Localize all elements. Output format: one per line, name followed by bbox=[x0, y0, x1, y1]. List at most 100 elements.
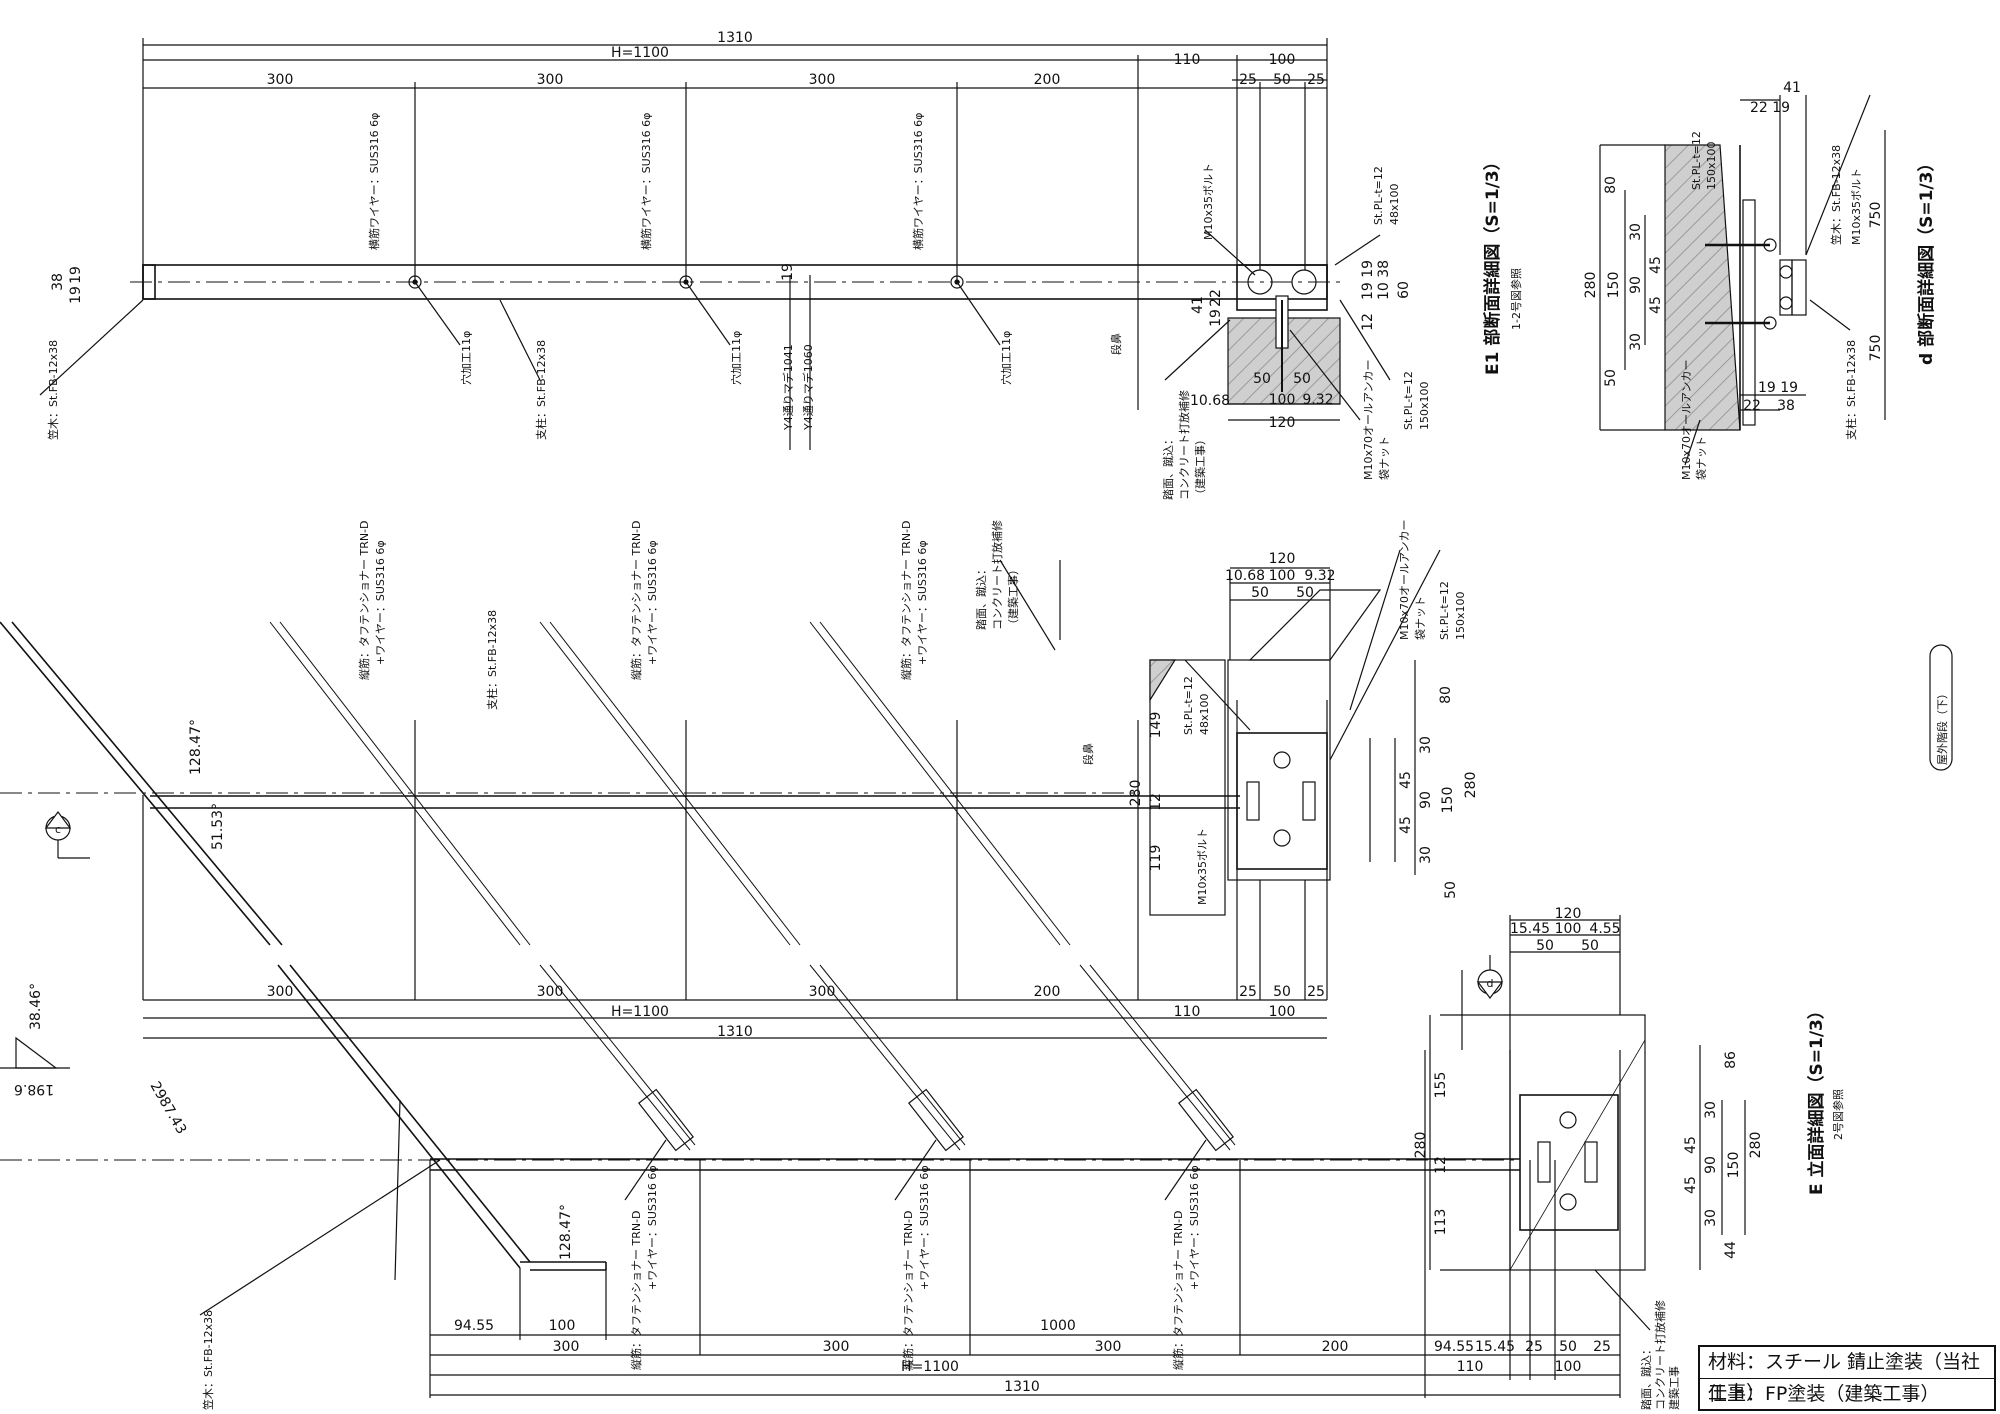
elevation-title: E 立面詳細図（S=1/3） bbox=[1806, 1002, 1827, 1195]
dim: 12 bbox=[1433, 1156, 1449, 1174]
dim: 280 bbox=[1748, 1132, 1764, 1159]
dim: 45 bbox=[1398, 771, 1414, 789]
label-plate-size: 48x100 bbox=[1388, 183, 1401, 225]
elevation-top-dims: 120 10.68 100 9.32 50 50 149 280 12 119 … bbox=[267, 551, 1479, 1040]
dim: 38 bbox=[1777, 398, 1795, 414]
dim: 90 bbox=[1703, 1156, 1719, 1174]
dim-width: 50 bbox=[1293, 371, 1311, 387]
dim-width: 120 bbox=[1269, 415, 1296, 431]
label: 縦筋：タフテンショナー TRN-D bbox=[357, 520, 371, 680]
dim-width: 10.68 bbox=[1190, 393, 1230, 409]
dim: 200 bbox=[1034, 984, 1061, 1000]
dim: H=1100 bbox=[611, 1004, 669, 1020]
dim-height: 60 bbox=[1396, 281, 1412, 299]
dim: 200 bbox=[1322, 1339, 1349, 1355]
dim: 280 bbox=[1463, 772, 1479, 799]
dim: 94.55 bbox=[1434, 1339, 1474, 1355]
dim: 50 bbox=[1296, 585, 1314, 601]
label: +ワイヤー：SUS316 6φ bbox=[1188, 1165, 1201, 1290]
label: +ワイヤー：SUS316 6φ bbox=[646, 540, 659, 665]
dim-height: 19 bbox=[68, 286, 84, 304]
dim: 280 bbox=[1583, 272, 1599, 299]
spec-finish: 仕上：FP塗装（建築工事） bbox=[1700, 1378, 1994, 1410]
section-marker-label: d bbox=[1487, 977, 1494, 990]
dim-width: 50 bbox=[1253, 371, 1271, 387]
label: St.PL-t=12 bbox=[1438, 581, 1451, 640]
elevation-bottom bbox=[0, 915, 1746, 1398]
plan-view-dims: 1310 H=1100 300 300 300 200 110 100 25 5… bbox=[50, 30, 1412, 431]
dim: 50 bbox=[1559, 1339, 1577, 1355]
dim: 280 bbox=[1128, 780, 1144, 807]
length-label: 2987.43 bbox=[147, 1079, 190, 1137]
spec-material: 材料：スチール 錆止塗装（当社工事） bbox=[1708, 1351, 1981, 1404]
dim: 150 bbox=[1726, 1152, 1742, 1179]
label: 縦筋：タフテンショナー TRN-D bbox=[629, 1210, 643, 1370]
section-d-text: 41 22 19 80 30 45 90 45 30 280 150 50 19… bbox=[1583, 80, 1884, 414]
dim-span: 25 bbox=[1307, 72, 1325, 88]
dim: 22 bbox=[1743, 398, 1761, 414]
dim-width: 100 bbox=[1269, 392, 1296, 408]
label: 袋ナット bbox=[1694, 436, 1708, 480]
label-grid-dim: Y4通りマデ1060 bbox=[801, 344, 815, 431]
dim-span: 100 bbox=[1269, 52, 1296, 68]
angle-label: 128.47° bbox=[188, 719, 204, 775]
height-label: 198.6 bbox=[14, 1081, 54, 1097]
plan-view bbox=[39, 38, 1391, 450]
dim: 94.55 bbox=[454, 1318, 494, 1334]
dim: 1000 bbox=[1040, 1318, 1076, 1334]
label: +ワイヤー：SUS316 6φ bbox=[916, 540, 929, 665]
label: 縦筋：タフテンショナー TRN-D bbox=[901, 1210, 915, 1370]
section-marker-c bbox=[44, 811, 90, 859]
dim: H=1100 bbox=[901, 1359, 959, 1375]
label-concrete: 踏面、蹴込： bbox=[1161, 434, 1175, 500]
dim: 10.68 bbox=[1225, 568, 1265, 584]
dim-height: 19 bbox=[1208, 309, 1224, 327]
dim: 30 bbox=[1418, 736, 1434, 754]
label-wire: 横筋ワイヤー：SUS316 6φ bbox=[367, 113, 381, 250]
label-concrete: コンクリート打放補修 bbox=[1177, 390, 1191, 500]
dim: 50 bbox=[1581, 938, 1599, 954]
label: 縦筋：タフテンショナー TRN-D bbox=[899, 520, 913, 680]
label: 笠木：St.FB-12x38 bbox=[201, 1310, 215, 1410]
label: 150x100 bbox=[1454, 591, 1467, 640]
dim-span: 110 bbox=[1174, 52, 1201, 68]
dim: 120 bbox=[1555, 906, 1582, 922]
dim-overall: 1310 bbox=[717, 30, 753, 46]
dim: 90 bbox=[1628, 276, 1644, 294]
label: 笠木：St.FB-12x38 bbox=[1829, 145, 1843, 245]
section-marker-label: c bbox=[55, 823, 61, 836]
dim: 45 bbox=[1398, 816, 1414, 834]
dim: 45 bbox=[1683, 1176, 1699, 1194]
label: （建築工事） bbox=[1006, 564, 1020, 630]
dim: 25 bbox=[1307, 984, 1325, 1000]
label-wire: 横筋ワイヤー：SUS316 6φ bbox=[639, 113, 653, 250]
dim: 22 19 bbox=[1750, 100, 1790, 116]
dim: 15.45 bbox=[1510, 921, 1550, 937]
dim: 50 bbox=[1251, 585, 1269, 601]
label: コンクリート打放補修 bbox=[1653, 1300, 1667, 1410]
label: +ワイヤー：SUS316 6φ bbox=[374, 540, 387, 665]
label: 支柱：St.FB-12x38 bbox=[1844, 340, 1858, 440]
label: 48x100 bbox=[1198, 693, 1211, 735]
dim: 30 bbox=[1703, 1101, 1719, 1119]
dim: 30 bbox=[1628, 333, 1644, 351]
dim-height: 12 bbox=[1360, 313, 1376, 331]
dim: 30 bbox=[1703, 1209, 1719, 1227]
dim: 155 bbox=[1433, 1072, 1449, 1099]
dim: 300 bbox=[537, 984, 564, 1000]
dim: 90 bbox=[1418, 791, 1434, 809]
dim-span: 300 bbox=[267, 72, 294, 88]
label-plate: St.PL-t=12 bbox=[1402, 371, 1415, 430]
dim: 45 bbox=[1683, 1136, 1699, 1154]
label: St.PL-t=12 bbox=[1182, 676, 1195, 735]
section-d-title: d 部断面詳細図（S=1/3） bbox=[1916, 155, 1937, 365]
dim: 45 bbox=[1648, 256, 1664, 274]
dim: 80 bbox=[1603, 176, 1619, 194]
elevation-bottom-angles: 128.47° 38.46° 2987.43 198.6 bbox=[14, 983, 574, 1260]
dim: 30 bbox=[1628, 223, 1644, 241]
label-marker: 段鼻 bbox=[1109, 333, 1123, 355]
dim: 100 bbox=[1555, 1359, 1582, 1375]
label: St.PL-t=12 bbox=[1690, 131, 1703, 190]
label-hole: 穴加工11φ bbox=[999, 331, 1013, 385]
